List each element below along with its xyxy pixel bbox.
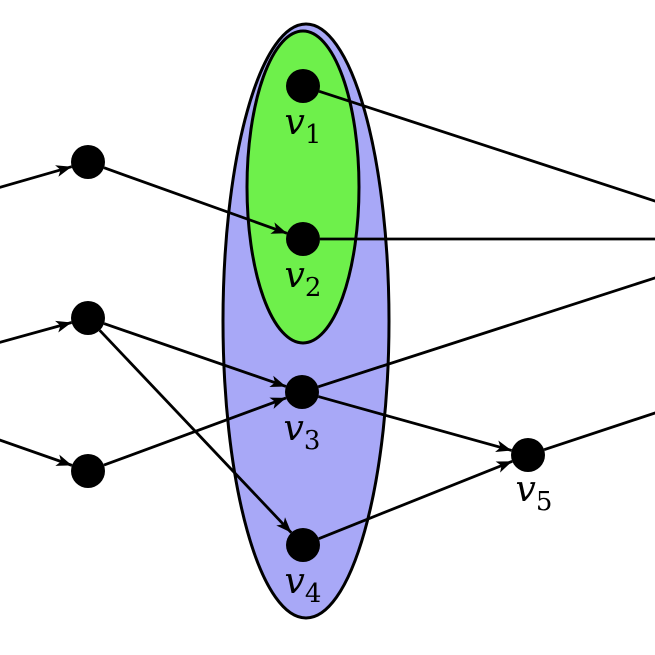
edge-u2-to-v3	[103, 322, 287, 388]
edge-offscreen-to-u3	[0, 438, 73, 467]
edge-offscreen-to-u2	[0, 320, 72, 344]
node-u1	[71, 145, 105, 179]
node-u2	[71, 301, 105, 335]
edge-v4-to-v5	[318, 460, 513, 540]
edge-u3-to-v3	[103, 396, 287, 467]
edge-u1-to-v2	[103, 166, 288, 235]
inner-set-green-ellipse	[245, 29, 361, 345]
node-label-v4: v4	[285, 561, 322, 609]
edge-v5-to-offscreen	[543, 411, 655, 451]
node-v3	[285, 375, 319, 409]
node-label-v2: v2	[285, 255, 322, 303]
node-v1	[286, 69, 320, 103]
edge-offscreen-to-u1	[0, 165, 73, 189]
node-v4	[286, 528, 320, 562]
node-label-v1: v1	[285, 102, 322, 150]
node-u3	[71, 454, 105, 488]
node-label-v3: v3	[284, 408, 321, 456]
node-label-v5: v5	[516, 469, 553, 517]
edge-v1-to-offscreen	[318, 89, 655, 203]
edge-v3-to-offscreen	[317, 276, 655, 389]
edge-v3-to-v5	[317, 395, 513, 453]
node-v5	[511, 438, 545, 472]
node-v2	[286, 222, 320, 256]
